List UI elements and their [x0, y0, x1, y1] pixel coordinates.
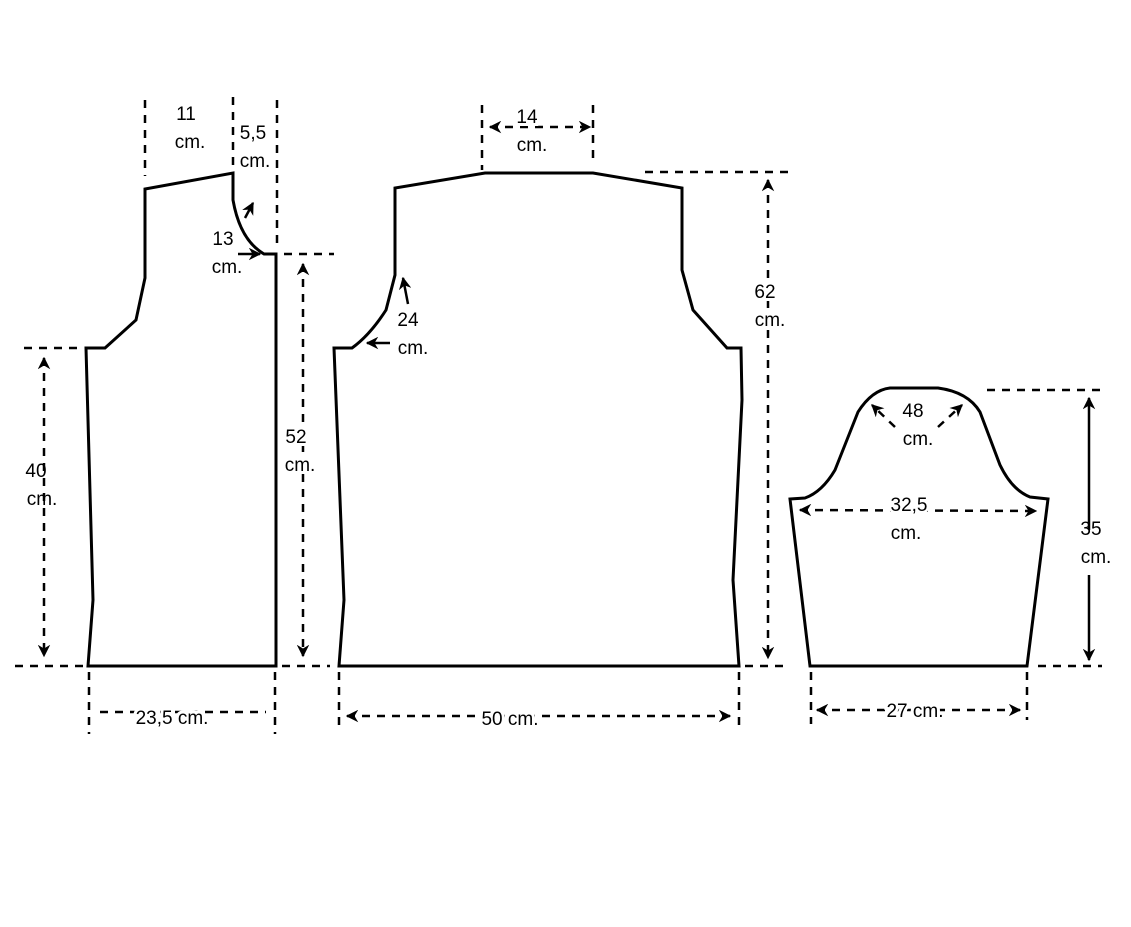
- label-top-width-value: 32,5: [891, 495, 928, 516]
- label-neck-width-unit: cm.: [240, 151, 271, 172]
- label-cap-curve-value: 48: [902, 401, 923, 422]
- label-shoulder-width-value: 11: [176, 104, 196, 125]
- label-armhole-curve-unit: cm.: [398, 338, 429, 359]
- back-piece: 14 cm. 24 cm. 62 cm. 50 cm.: [332, 104, 790, 733]
- label-neck-curve-unit: cm.: [212, 257, 243, 278]
- label-neck-curve-value: 13: [212, 229, 233, 250]
- label-bottom-width: 50 cm.: [481, 709, 538, 730]
- arrow-neck-curve: [242, 201, 255, 219]
- sleeve-piece: 48 cm. 32,5 cm. 35 cm. 27 cm.: [788, 386, 1112, 725]
- label-length-value: 35: [1080, 519, 1101, 540]
- label-neck-width-value: 5,5: [240, 123, 266, 144]
- label-shoulder-width-unit: cm.: [175, 132, 206, 153]
- label-top-width-unit: cm.: [891, 523, 922, 544]
- label-bottom-width: 23,5 cm.: [136, 708, 209, 729]
- label-total-length-value: 62: [754, 282, 775, 303]
- arrow-armhole-curve: [398, 276, 412, 305]
- label-armhole-curve-value: 24: [397, 310, 419, 331]
- front-piece-outline: [84, 171, 278, 668]
- label-cap-curve-unit: cm.: [903, 429, 934, 450]
- label-neck-width-unit: cm.: [517, 135, 548, 156]
- arrow-cap-curve: [937, 404, 963, 428]
- label-total-length-value: 52: [285, 427, 306, 448]
- front-piece: 11 cm. 5,5 cm. 13 cm. 40 cm. 52 cm. 23,5…: [15, 97, 334, 734]
- back-piece-outline: [332, 171, 744, 668]
- label-length-unit: cm.: [1081, 547, 1112, 568]
- label-total-length-unit: cm.: [755, 310, 786, 331]
- label-cuff-width: 27 cm.: [886, 701, 943, 722]
- label-total-length-unit: cm.: [285, 455, 316, 476]
- label-neck-width-value: 14: [516, 107, 538, 128]
- arrow-top-width: [798, 503, 1038, 518]
- label-side-length-unit: cm.: [27, 489, 58, 510]
- sleeve-piece-outline: [788, 386, 1050, 668]
- arrow-cap-curve: [871, 404, 896, 428]
- label-side-length-value: 40: [25, 461, 46, 482]
